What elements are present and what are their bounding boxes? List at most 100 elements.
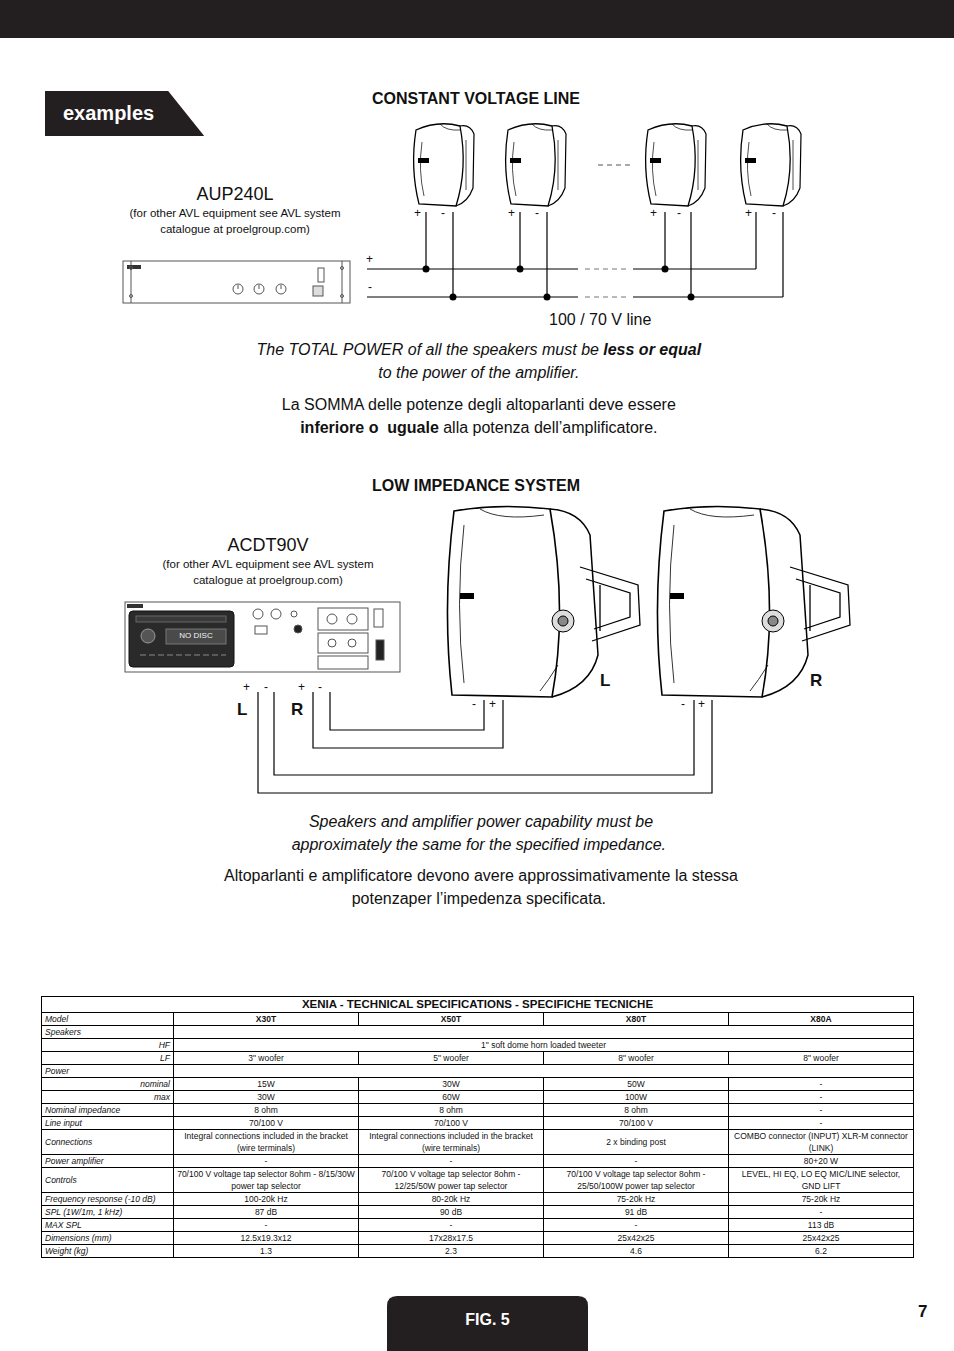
table-cell: X80T [544,1013,729,1026]
row-header: nominal [42,1078,174,1091]
note-text: Speakers and amplifier power capability … [292,813,666,853]
table-cell: LEVEL, HI EQ, LO EQ MIC/LINE selector, G… [729,1168,914,1193]
terminal-label: - [318,681,322,695]
table-cell: X80A [729,1013,914,1026]
row-header: HF [42,1039,174,1052]
table-cell: - [729,1078,914,1091]
ceiling-speaker [414,124,474,206]
amplifier-panel [123,261,350,303]
table-cell: - [544,1219,729,1232]
row-header: LF [42,1052,174,1065]
row-header: Power [42,1065,174,1078]
table-cell: 80+20 W [729,1155,914,1168]
table-row: Weight (kg)1.32.34.66.2 [42,1245,914,1258]
terminal-label: - [677,207,681,221]
terminal-label: - [772,207,776,221]
ceiling-speaker [745,158,756,163]
amplifier-panel [294,625,302,633]
note-paragraph: The TOTAL POWER of all the speakers must… [161,338,801,384]
row-header: Line input [42,1117,174,1130]
table-cell: COMBO connector (INPUT) XLR-M connector … [729,1130,914,1155]
node-heading: R [808,671,824,691]
section-label: LOW IMPEDANCE SYSTEM [372,477,580,495]
terminal-label: + [489,698,496,712]
empty-cell [174,1065,914,1078]
amplifier-panel [127,604,143,608]
table-cell: 70/100 V voltage tap selector 8ohm - 12/… [359,1168,544,1193]
table-cell: 30W [174,1091,359,1104]
section-label: CONSTANT VOLTAGE LINE [372,90,580,108]
row-header: Controls [42,1168,174,1193]
amplifier-panel [125,602,400,672]
ceiling-speaker [414,124,801,206]
table-cell: 8" woofer [729,1052,914,1065]
table-cell: X30T [174,1013,359,1026]
ceiling-speaker [548,126,566,206]
table-cell: 75-20k Hz [544,1193,729,1206]
node-heading: AUP240L [110,183,360,205]
table-cell: 4.6 [544,1245,729,1258]
ceiling-speaker [646,124,706,206]
amplifier-panel [130,267,133,270]
speaker-gap-dashes [598,164,632,165]
row-header: Model [42,1013,174,1026]
table-cell: - [729,1104,914,1117]
amplifier: ACDT90V(for other AVL equipment see AVL … [130,534,406,692]
table-row: MAX SPL---113 dB [42,1219,914,1232]
table-cell: 25x42x25 [729,1232,914,1245]
terminal-label: + [508,207,515,221]
terminal-label: - [441,207,445,221]
table-cell: 70/100 V [174,1117,359,1130]
speaker-wire [258,692,712,793]
amplifier-panel [318,608,368,630]
spec-table: XENIA - TECHNICAL SPECIFICATIONS - SPECI… [41,996,914,1258]
table-row: HF1" soft dome horn loaded tweeter [42,1039,914,1052]
loudspeaker-outline [440,505,645,700]
top-bar [0,0,954,38]
amplifier-panel [127,265,141,269]
table-cell: X50T [359,1013,544,1026]
junction-dot [423,266,695,301]
row-header: SPL (1W/1m, 1 kHz) [42,1206,174,1219]
speaker-wire [274,692,694,775]
amplifier-panel [238,285,281,289]
amplifier-panel [136,616,226,622]
line-wire [367,269,783,297]
table-cell: 5" woofer [359,1052,544,1065]
table-cell: Integral connections included in the bra… [359,1130,544,1155]
row-header: Nominal impedance [42,1104,174,1117]
speaker-wire [313,692,503,748]
node-heading: FIG. 5 [387,1296,588,1343]
note-text: Altoparlanti e amplificatore devono aver… [224,867,743,907]
table-row: Power amplifier---80+20 W [42,1155,914,1168]
table-cell: 15W [174,1078,359,1091]
table-row: LF3" woofer5" woofer8" woofer8" woofer [42,1052,914,1065]
table-cell: Integral connections included in the bra… [174,1130,359,1155]
note-paragraph: La SOMMA delle potenze degli altoparlant… [161,393,801,439]
ceiling-speaker [456,126,474,206]
note-text: less or equal [603,341,701,358]
amplifier-panel [130,295,133,298]
note-text: to the power of the amplifier. [378,364,579,381]
terminal-label: NO DISC [179,631,212,640]
table-cell: 80-20k Hz [359,1193,544,1206]
amplifier-panel [348,639,356,647]
terminal-label: + [414,207,421,221]
amplifier-panel [123,261,350,303]
table-cell: 70/100 V voltage tap selector 8ohm - 8/1… [174,1168,359,1193]
table-cell: 70/100 V [359,1117,544,1130]
ceiling-speaker [650,158,661,163]
tab-shape [45,91,204,136]
amplifier-panel [141,629,155,643]
line-wire [367,212,783,297]
junction-dot [517,266,524,273]
ceiling-speaker [646,124,696,206]
ceiling-speaker [506,124,556,206]
terminal-label: + [745,207,752,221]
table-row: ConnectionsIntegral connections included… [42,1130,914,1155]
terminal-label: + [366,253,373,267]
table-cell: 2.3 [359,1245,544,1258]
table-cell: 17x28x17.5 [359,1232,544,1245]
terminal-label: - [681,698,685,712]
node-note: (for other AVL equipment see AVL system … [117,205,353,237]
